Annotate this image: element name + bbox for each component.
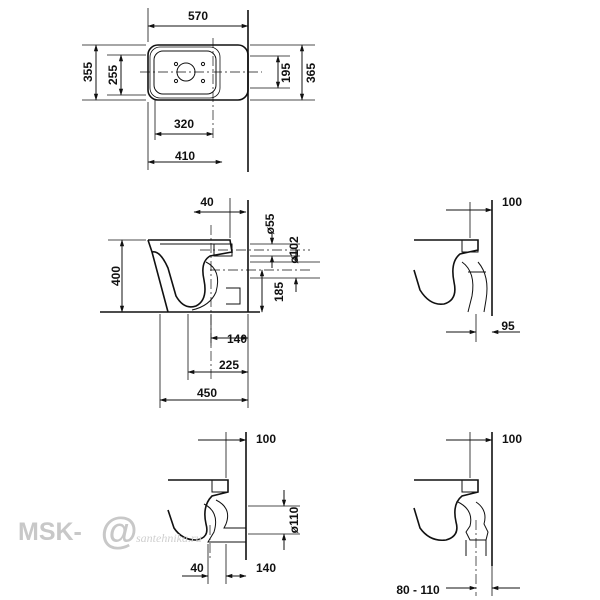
dim-offset-40: 40 <box>200 195 214 209</box>
dim-width-570: 570 <box>188 9 208 23</box>
side-view: 40 ø55 ø102 400 185 140 225 450 <box>100 195 320 408</box>
variant-top-right-bowl <box>413 239 479 306</box>
dim-wall-gap-100: 100 <box>502 432 522 446</box>
dim-inlet-diameter: ø55 <box>263 213 277 234</box>
variant-bottom-left: 100 ø110 40 140 <box>167 432 301 584</box>
dim-range-80-110: 80 - 110 <box>396 583 440 597</box>
dim-depth-355: 355 <box>81 62 95 82</box>
dim-length-410: 410 <box>175 149 195 163</box>
top-view-fix-hole <box>200 61 206 67</box>
watermark: MSK- @ santehnika.ru <box>18 511 202 553</box>
dim-outlet-height-185: 185 <box>272 282 286 302</box>
dim-wall-gap-100: 100 <box>256 432 276 446</box>
dim-depth-195: 195 <box>279 63 293 83</box>
dim-pipe-offset-95: 95 <box>501 319 515 333</box>
side-view-trap <box>191 261 219 311</box>
top-view-fix-hole <box>173 78 179 84</box>
dim-left-offset-40: 40 <box>190 561 204 575</box>
top-view: 570 355 255 195 365 320 410 <box>81 8 318 172</box>
dim-depth-450: 450 <box>197 386 217 400</box>
watermark-main: MSK- <box>18 518 82 546</box>
variant-bottom-left-inlet <box>211 479 229 493</box>
dim-outlet-diameter-110: ø110 <box>287 506 301 533</box>
dim-wall-gap-100: 100 <box>502 195 522 209</box>
variant-top-right-pipe <box>461 261 474 313</box>
variant-bottom-left-pipe <box>203 503 246 543</box>
variant-top-right: 100 95 <box>413 195 522 342</box>
side-view-bowl-profile <box>148 239 233 308</box>
side-view-bowl-front <box>147 239 169 313</box>
watermark-domain: santehnika.ru <box>136 531 202 545</box>
dim-outlet-offset-140: 140 <box>227 332 247 346</box>
side-view-inlet <box>213 243 233 257</box>
variant-top-right-inlet <box>461 239 479 253</box>
top-view-lid-outline <box>149 46 221 99</box>
dim-depth-255: 255 <box>106 65 120 85</box>
variant-bottom-right-bowl <box>413 479 479 542</box>
variant-bottom-left-pipe-outer <box>215 499 246 529</box>
watermark-at-symbol: @ <box>100 511 137 553</box>
variant-bottom-left-bowl <box>167 479 229 541</box>
variant-bottom-right-pipe <box>457 501 489 541</box>
dim-hole-spacing-320: 320 <box>174 117 194 131</box>
top-view-fix-hole <box>173 61 179 67</box>
dim-right-offset-140: 140 <box>256 561 276 575</box>
top-view-bowl-outline <box>153 50 217 95</box>
top-view-seat-outline <box>147 44 249 101</box>
top-view-fix-hole <box>200 78 206 84</box>
side-view-outlet <box>226 287 241 305</box>
variant-bottom-right-inlet <box>461 479 479 493</box>
variant-bottom-right: 100 80 - 110 <box>396 432 522 597</box>
dim-height-400: 400 <box>109 266 123 286</box>
dim-outlet-center-225: 225 <box>219 358 239 372</box>
variant-top-right-pipe-outer <box>477 261 488 313</box>
dim-depth-365: 365 <box>304 63 318 83</box>
dim-outlet-diameter: ø102 <box>287 236 301 264</box>
